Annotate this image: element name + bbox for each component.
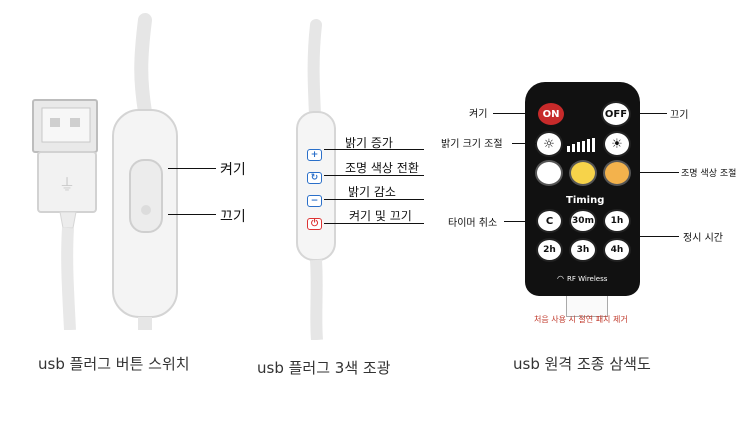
color-warm-button[interactable] <box>569 160 597 186</box>
dimmer-illustration <box>296 19 336 340</box>
mid-pointer-4 <box>324 223 424 224</box>
brightness-bar-icon <box>566 137 602 153</box>
right-brightness-pointer <box>512 143 536 144</box>
left-on-pointer <box>168 168 216 169</box>
left-caption: usb 플러그 버튼 스위치 <box>38 355 190 373</box>
right-timing-label: 정시 시간 <box>683 233 723 244</box>
mid-label-power: 켜기 및 끄기 <box>349 209 412 223</box>
color-neutral-button[interactable] <box>603 160 631 186</box>
middle-caption: usb 플러그 3색 조광 <box>257 359 391 377</box>
remote-brand: RF Wireless <box>567 275 608 283</box>
timer-3h-button[interactable]: 3h <box>569 238 597 262</box>
right-timer-cancel-pointer <box>504 221 536 222</box>
timer-30m-button[interactable]: 30m <box>569 209 597 233</box>
left-off-label: 끄기 <box>220 209 246 225</box>
right-on-pointer <box>493 113 537 114</box>
left-off-pointer <box>168 214 216 215</box>
usb-switch-illustration: ⏚ <box>32 13 178 330</box>
timer-2h-button[interactable]: 2h <box>536 238 563 262</box>
remote-off-button[interactable]: OFF <box>601 101 631 127</box>
mid-label-brightness-down: 밝기 감소 <box>348 185 396 199</box>
right-off-label: 끄기 <box>670 110 689 121</box>
mid-label-brightness-up: 밝기 증가 <box>345 136 393 150</box>
timer-4h-button[interactable]: 4h <box>603 238 631 262</box>
brightness-up-button[interactable]: + <box>307 149 322 161</box>
wireless-icon: ◠ <box>557 274 564 283</box>
right-timer-cancel-label: 타이머 취소 <box>448 218 498 229</box>
right-timing-pointer <box>631 236 679 237</box>
power-button[interactable]: ⏻ <box>307 218 322 230</box>
insulation-tab <box>566 296 608 317</box>
right-caption: usb 원격 조종 삼색도 <box>513 355 651 373</box>
mid-label-color-switch: 조명 색상 전환 <box>345 161 419 175</box>
color-switch-button[interactable]: ↻ <box>307 172 322 184</box>
right-color-label: 조명 색상 조절 <box>681 169 737 179</box>
svg-text:⏚: ⏚ <box>59 175 75 194</box>
timer-cancel-button[interactable]: C <box>536 209 563 233</box>
right-brightness-label: 밝기 크기 조절 <box>441 139 503 150</box>
remote-on-button[interactable]: ON <box>536 101 566 127</box>
mid-pointer-1 <box>324 149 424 150</box>
remote-brightness-up-button[interactable]: ☀ <box>603 131 631 157</box>
mid-pointer-2 <box>324 175 424 176</box>
timer-1h-button[interactable]: 1h <box>603 209 631 233</box>
color-cold-button[interactable] <box>535 160 563 186</box>
right-color-pointer <box>631 172 679 173</box>
right-on-label: 켜기 <box>469 109 488 120</box>
right-off-pointer <box>631 113 667 114</box>
brightness-down-button[interactable]: − <box>307 195 322 207</box>
left-on-label: 켜기 <box>220 162 246 178</box>
right-note: 처음 사용 시 절연 패치 제거 <box>534 315 628 324</box>
remote-brightness-down-button[interactable]: ☼ <box>535 131 563 157</box>
mid-pointer-3 <box>324 199 424 200</box>
timing-title: Timing <box>566 195 605 206</box>
